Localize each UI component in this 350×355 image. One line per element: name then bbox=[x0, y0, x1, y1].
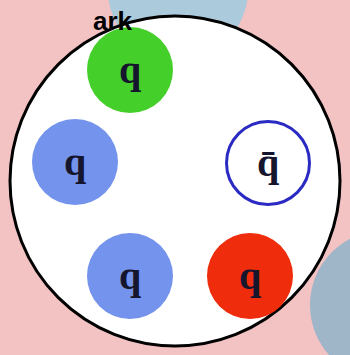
quark-circle: q bbox=[87, 233, 173, 319]
quark-symbol: q bbox=[119, 50, 141, 90]
antiquark-circle: q̄ bbox=[225, 120, 311, 206]
hadron-boundary bbox=[10, 16, 340, 346]
quark-circle: q bbox=[207, 233, 293, 319]
quark-symbol: q bbox=[64, 142, 86, 182]
quark-circle: q bbox=[32, 119, 118, 205]
quark-symbol: q bbox=[119, 256, 141, 296]
quark-circle: q bbox=[87, 27, 173, 113]
quark-symbol: q bbox=[239, 256, 261, 296]
quark-symbol: q̄ bbox=[257, 143, 279, 183]
title-fragment: ark bbox=[93, 6, 132, 37]
